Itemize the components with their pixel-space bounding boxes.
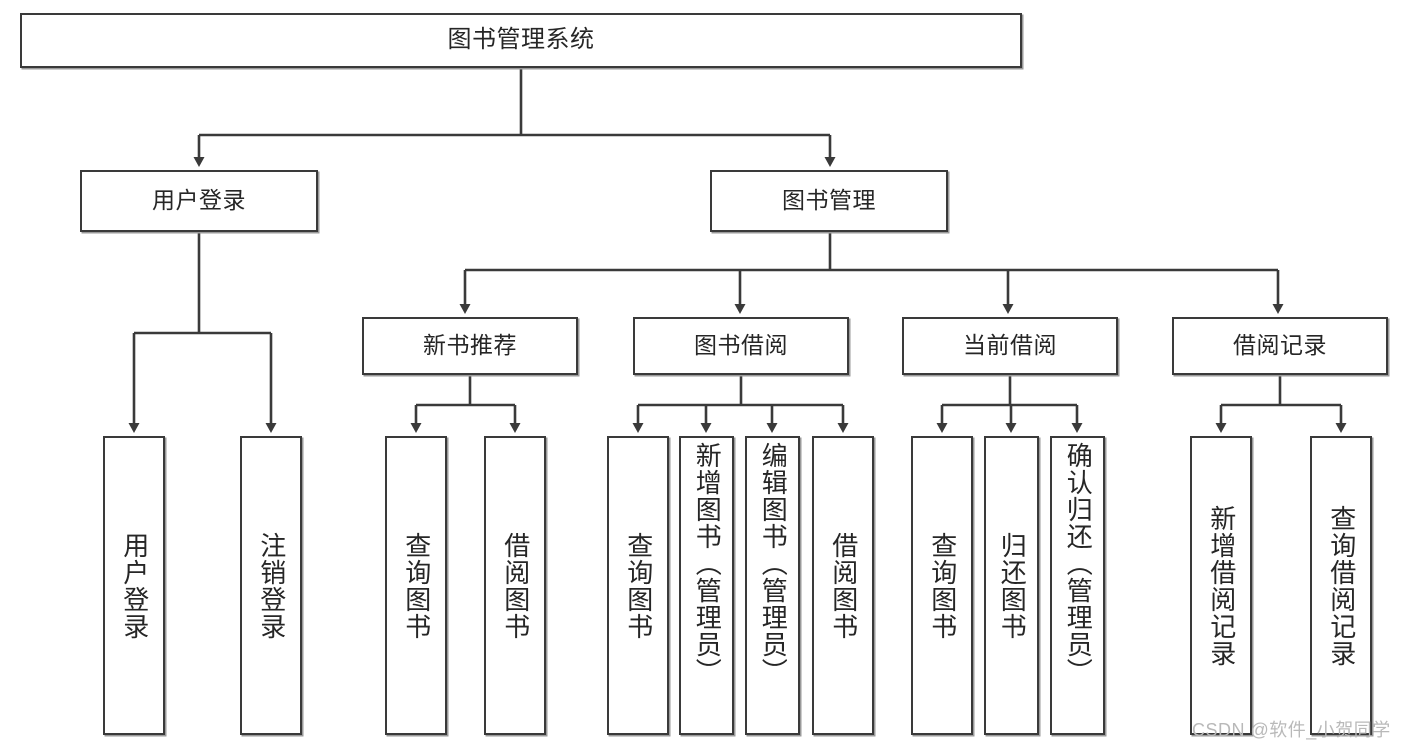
leaf-user-logout[interactable]: 注销登录 bbox=[240, 436, 302, 735]
node-current-borrow[interactable]: 当前借阅 bbox=[902, 317, 1118, 375]
leaf-query-book-3-label: 查询图书 bbox=[927, 531, 958, 640]
node-user-login[interactable]: 用户登录 bbox=[80, 170, 318, 232]
leaf-query-book-2[interactable]: 查询图书 bbox=[607, 436, 669, 735]
node-borrow-record[interactable]: 借阅记录 bbox=[1172, 317, 1388, 375]
node-root[interactable]: 图书管理系统 bbox=[20, 13, 1022, 68]
leaf-confirm-return[interactable]: 确认归还（管理员） bbox=[1050, 436, 1105, 735]
leaf-edit-book[interactable]: 编辑图书（管理员） bbox=[745, 436, 800, 735]
node-user-login-label: 用户登录 bbox=[152, 187, 246, 214]
leaf-query-book-1-label: 查询图书 bbox=[401, 531, 432, 640]
leaf-add-borrow-record-label: 新增借阅记录 bbox=[1206, 504, 1237, 667]
node-book-manage[interactable]: 图书管理 bbox=[710, 170, 948, 232]
watermark: CSDN @软件_小贺同学 bbox=[1192, 720, 1391, 740]
leaf-query-borrow-record-label: 查询借阅记录 bbox=[1326, 504, 1357, 667]
leaf-query-book-2-label: 查询图书 bbox=[623, 531, 654, 640]
leaf-add-borrow-record[interactable]: 新增借阅记录 bbox=[1190, 436, 1252, 735]
node-new-book-recommend-label: 新书推荐 bbox=[423, 332, 517, 359]
leaf-return-book[interactable]: 归还图书 bbox=[984, 436, 1039, 735]
leaf-borrow-book-2-label: 借阅图书 bbox=[828, 531, 859, 640]
leaf-query-borrow-record[interactable]: 查询借阅记录 bbox=[1310, 436, 1372, 735]
node-book-manage-label: 图书管理 bbox=[782, 187, 876, 214]
leaf-query-book-1[interactable]: 查询图书 bbox=[385, 436, 447, 735]
leaf-user-logout-label: 注销登录 bbox=[256, 531, 287, 640]
leaf-return-book-label: 归还图书 bbox=[997, 531, 1028, 640]
leaf-borrow-book-2[interactable]: 借阅图书 bbox=[812, 436, 874, 735]
node-borrow-record-label: 借阅记录 bbox=[1233, 332, 1327, 359]
node-current-borrow-label: 当前借阅 bbox=[963, 332, 1057, 359]
leaf-add-book[interactable]: 新增图书（管理员） bbox=[679, 436, 734, 735]
leaf-user-login[interactable]: 用户登录 bbox=[103, 436, 165, 735]
leaf-borrow-book-1-label: 借阅图书 bbox=[500, 531, 531, 640]
leaf-edit-book-label: 编辑图书（管理员） bbox=[758, 442, 789, 685]
leaf-add-book-label: 新增图书（管理员） bbox=[692, 442, 723, 685]
leaf-confirm-return-label: 确认归还（管理员） bbox=[1063, 442, 1094, 685]
node-book-borrow-label: 图书借阅 bbox=[694, 332, 788, 359]
node-new-book-recommend[interactable]: 新书推荐 bbox=[362, 317, 578, 375]
leaf-query-book-3[interactable]: 查询图书 bbox=[911, 436, 973, 735]
leaf-borrow-book-1[interactable]: 借阅图书 bbox=[484, 436, 546, 735]
node-root-label: 图书管理系统 bbox=[447, 26, 595, 54]
leaf-user-login-label: 用户登录 bbox=[119, 531, 150, 640]
node-book-borrow[interactable]: 图书借阅 bbox=[633, 317, 849, 375]
